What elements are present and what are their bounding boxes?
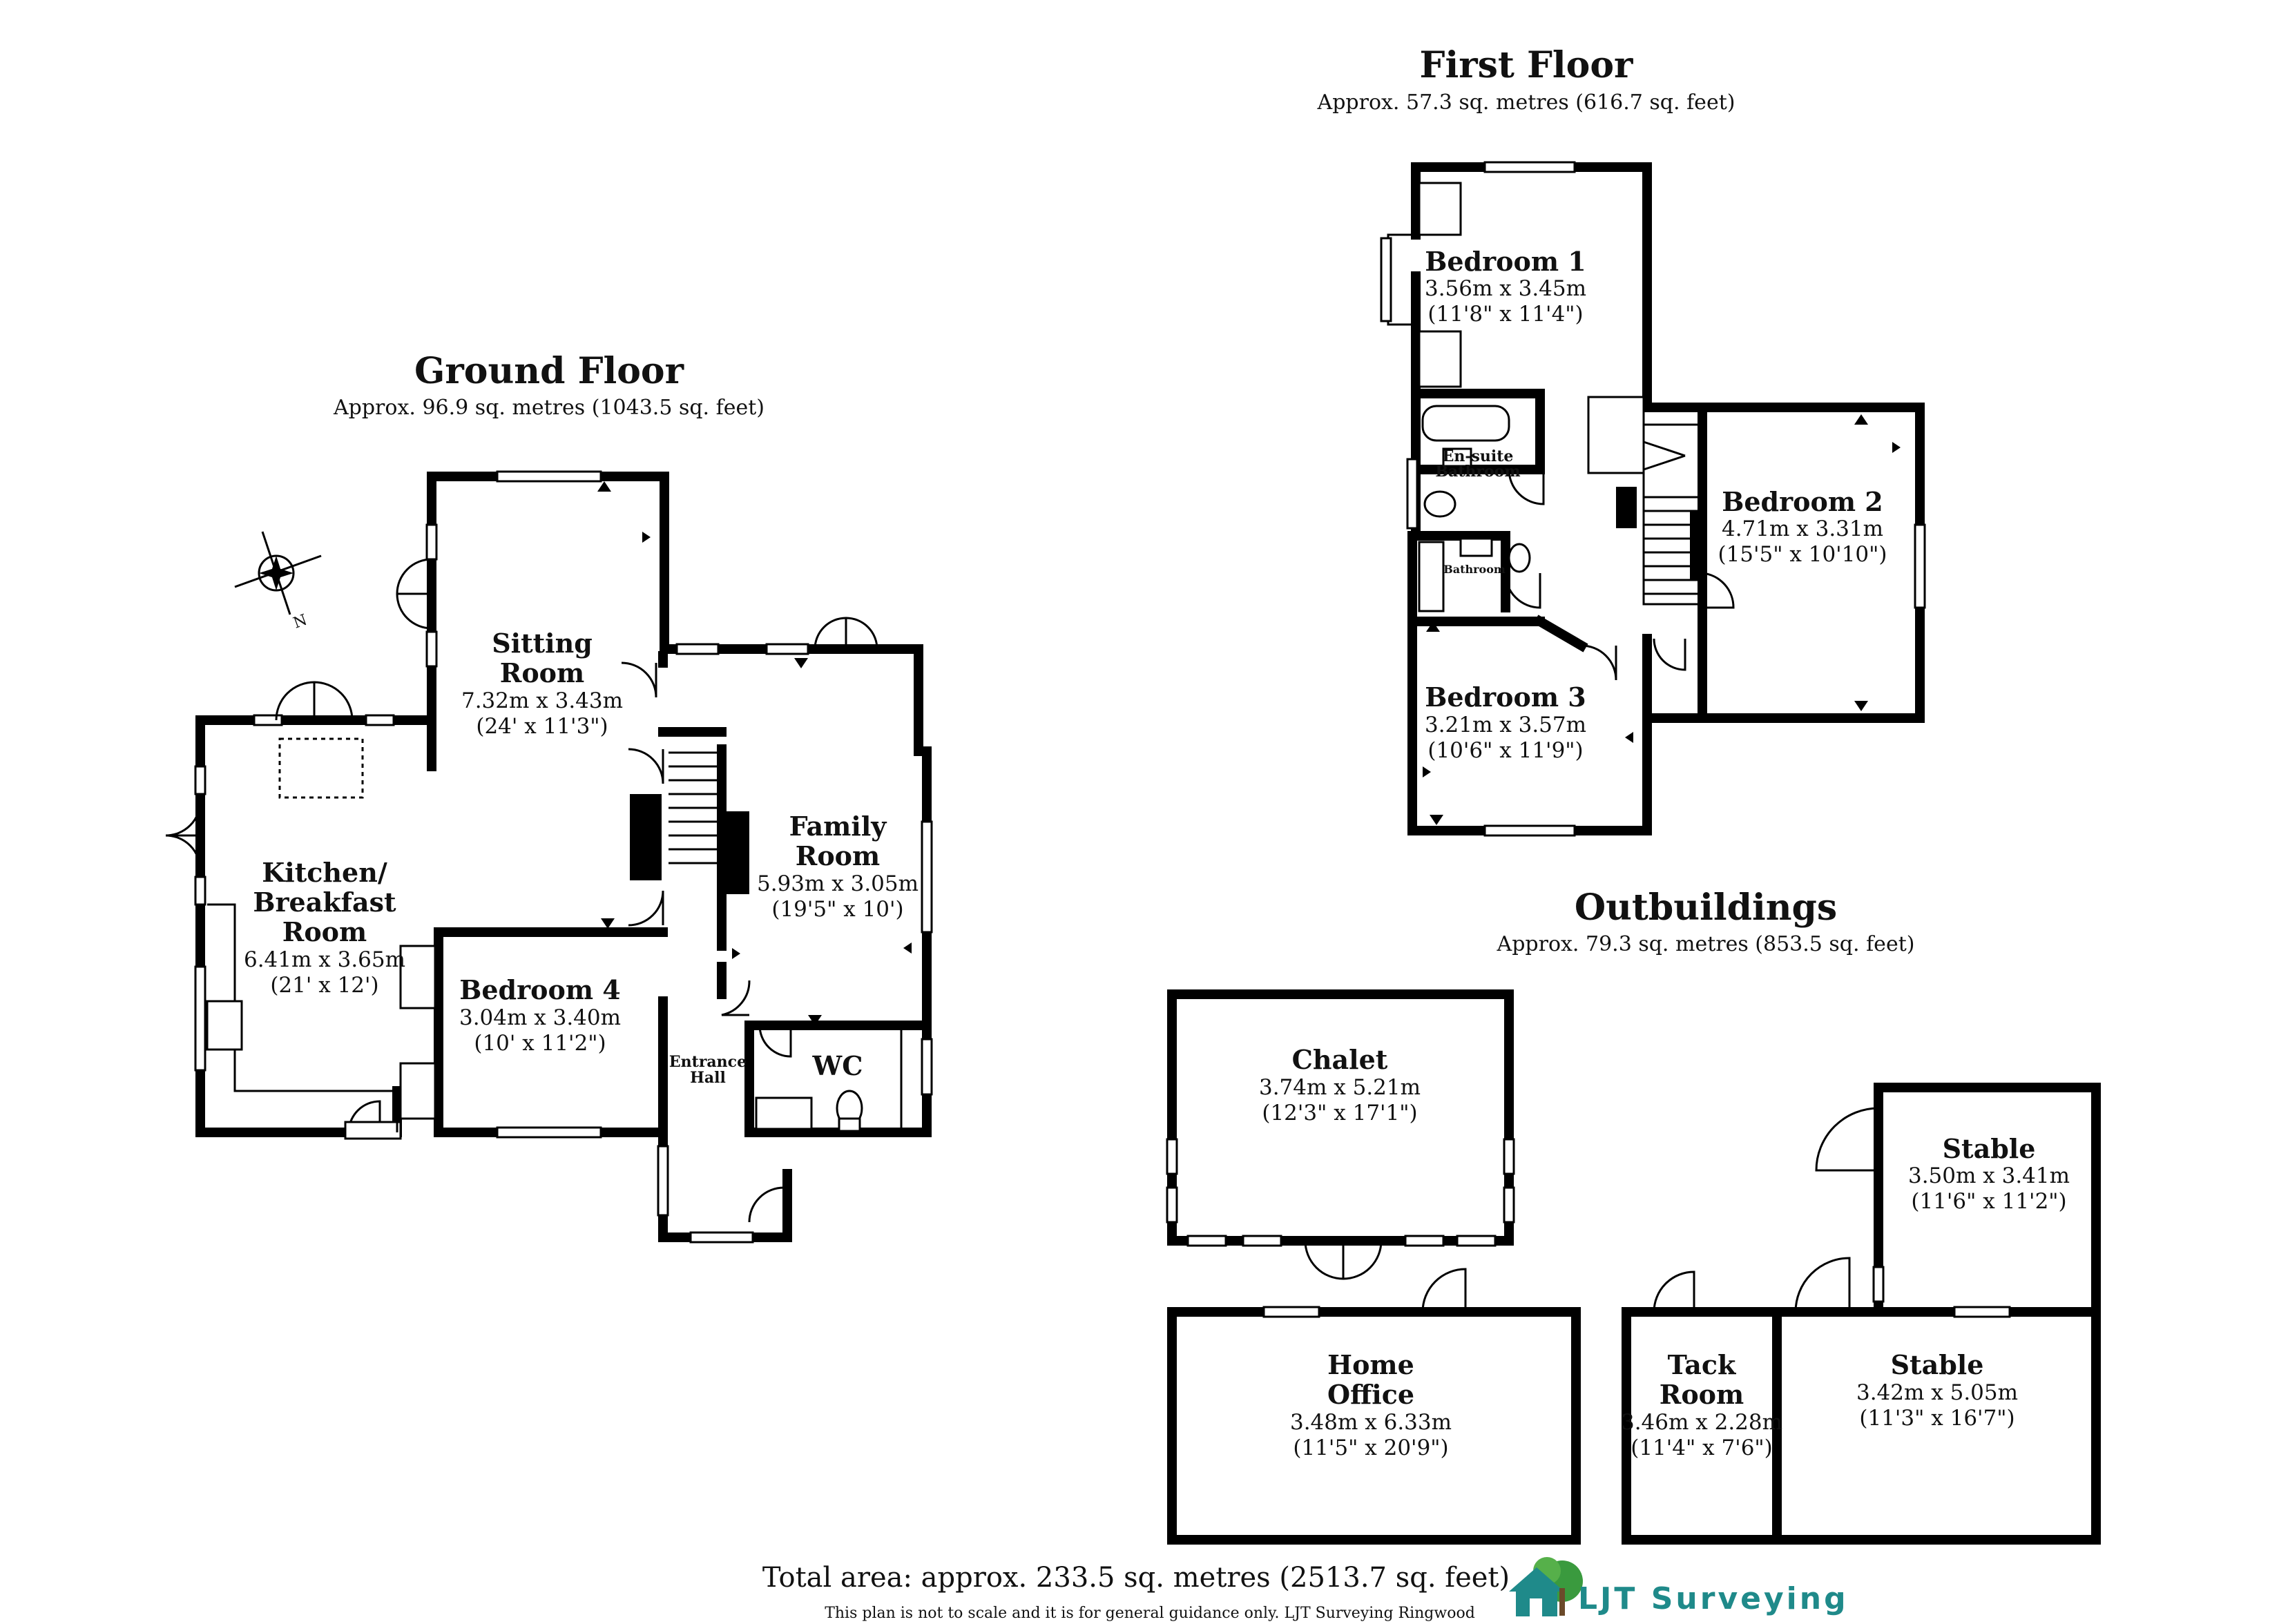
entrance-hall-name-1: Entrance	[669, 1053, 747, 1071]
bedroom-4-name: Bedroom 4	[459, 974, 620, 1005]
bedroom-1-imperial: (11'8" x 11'4")	[1427, 302, 1583, 327]
home-office-metric: 3.48m x 6.33m	[1290, 1410, 1452, 1435]
family-room-name-1: Family	[789, 811, 887, 842]
bedroom-1-name: Bedroom 1	[1425, 246, 1586, 277]
disclaimer: This plan is not to scale and it is for …	[825, 1605, 1475, 1622]
bedroom-3-imperial: (10'6" x 11'9")	[1427, 738, 1583, 763]
stable-1-imperial: (11'6" x 11'2")	[1911, 1189, 2066, 1214]
chalet-name: Chalet	[1292, 1044, 1388, 1075]
home-office-imperial: (11'5" x 20'9")	[1293, 1436, 1448, 1460]
kitchen-name-1: Kitchen/	[262, 857, 387, 888]
house-tree-logo-icon	[1509, 1557, 1583, 1616]
bathroom-name: Bathroom	[1443, 563, 1506, 576]
first-floor-plan: Bedroom 1 3.56m x 3.45m (11'8" x 11'4") …	[1380, 161, 1926, 837]
stable-2-metric: 3.42m x 5.05m	[1856, 1380, 2018, 1405]
kitchen-name-3: Room	[282, 916, 367, 947]
bedroom-2-metric: 4.71m x 3.31m	[1722, 516, 1883, 541]
sitting-room-metric: 7.32m x 3.43m	[461, 688, 623, 713]
tack-room-name-2: Room	[1660, 1379, 1744, 1410]
ensuite-name-1: En-suite	[1443, 447, 1514, 465]
outbuildings-area: Approx. 79.3 sq. metres (853.5 sq. feet)	[1497, 932, 1915, 956]
bedroom-4-metric: 3.04m x 3.40m	[459, 1005, 621, 1030]
bedroom-1-metric: 3.56m x 3.45m	[1425, 276, 1586, 301]
outbuildings-plan: Chalet 3.74m x 5.21m (12'3" x 17'1") Hom…	[1166, 989, 2101, 1545]
bedroom-3-metric: 3.21m x 3.57m	[1425, 713, 1586, 737]
ensuite-name-2: Bathroom	[1435, 463, 1520, 481]
ground-floor-area: Approx. 96.9 sq. metres (1043.5 sq. feet…	[333, 396, 765, 420]
total-area: Total area: approx. 233.5 sq. metres (25…	[762, 1562, 1510, 1594]
family-room-metric: 5.93m x 3.05m	[757, 871, 919, 896]
bedroom-3-name: Bedroom 3	[1425, 682, 1586, 713]
home-office-name-1: Home	[1327, 1349, 1414, 1380]
kitchen-name-2: Breakfast	[253, 887, 396, 918]
chalet-imperial: (12'3" x 17'1")	[1262, 1101, 1417, 1125]
ground-floor-plan: Sitting Room 7.32m x 3.43m (24' x 11'3")…	[165, 470, 933, 1244]
home-office-name-2: Office	[1327, 1379, 1414, 1410]
stable-1-metric: 3.50m x 3.41m	[1908, 1163, 2070, 1188]
bedroom-2-name: Bedroom 2	[1722, 486, 1883, 517]
brand-name: LJT Surveying	[1578, 1581, 1849, 1616]
sitting-room-name-2: Room	[500, 657, 584, 688]
family-room-imperial: (19'5" x 10')	[771, 897, 903, 922]
tack-room-imperial: (11'4" x 7'6")	[1631, 1436, 1773, 1460]
compass-icon: N	[234, 531, 322, 632]
wc-name: WC	[812, 1050, 863, 1081]
outbuildings-title: Outbuildings	[1575, 887, 1837, 929]
entrance-hall-name-2: Hall	[690, 1069, 726, 1087]
first-floor-area: Approx. 57.3 sq. metres (616.7 sq. feet)	[1317, 90, 1735, 115]
stable-1-name: Stable	[1943, 1133, 2036, 1164]
tack-room-metric: 3.46m x 2.28m	[1621, 1410, 1782, 1435]
sitting-room-name-1: Sitting	[492, 628, 593, 659]
kitchen-imperial: (21' x 12')	[270, 973, 378, 998]
first-floor-title: First Floor	[1420, 44, 1634, 86]
kitchen-metric: 6.41m x 3.65m	[244, 947, 405, 972]
chalet-metric: 3.74m x 5.21m	[1259, 1075, 1421, 1100]
stable-2-imperial: (11'3" x 16'7")	[1859, 1406, 2014, 1431]
family-room-name-2: Room	[796, 840, 880, 871]
ground-floor-title: Ground Floor	[414, 350, 684, 392]
sitting-room-imperial: (24' x 11'3")	[476, 714, 608, 739]
compass-north-label: N	[291, 612, 310, 632]
bedroom-2-imperial: (15'5" x 10'10")	[1718, 542, 1887, 567]
tack-room-name-1: Tack	[1668, 1349, 1736, 1380]
bedroom-4-imperial: (10' x 11'2")	[474, 1031, 606, 1056]
stable-2-name: Stable	[1891, 1349, 1984, 1380]
